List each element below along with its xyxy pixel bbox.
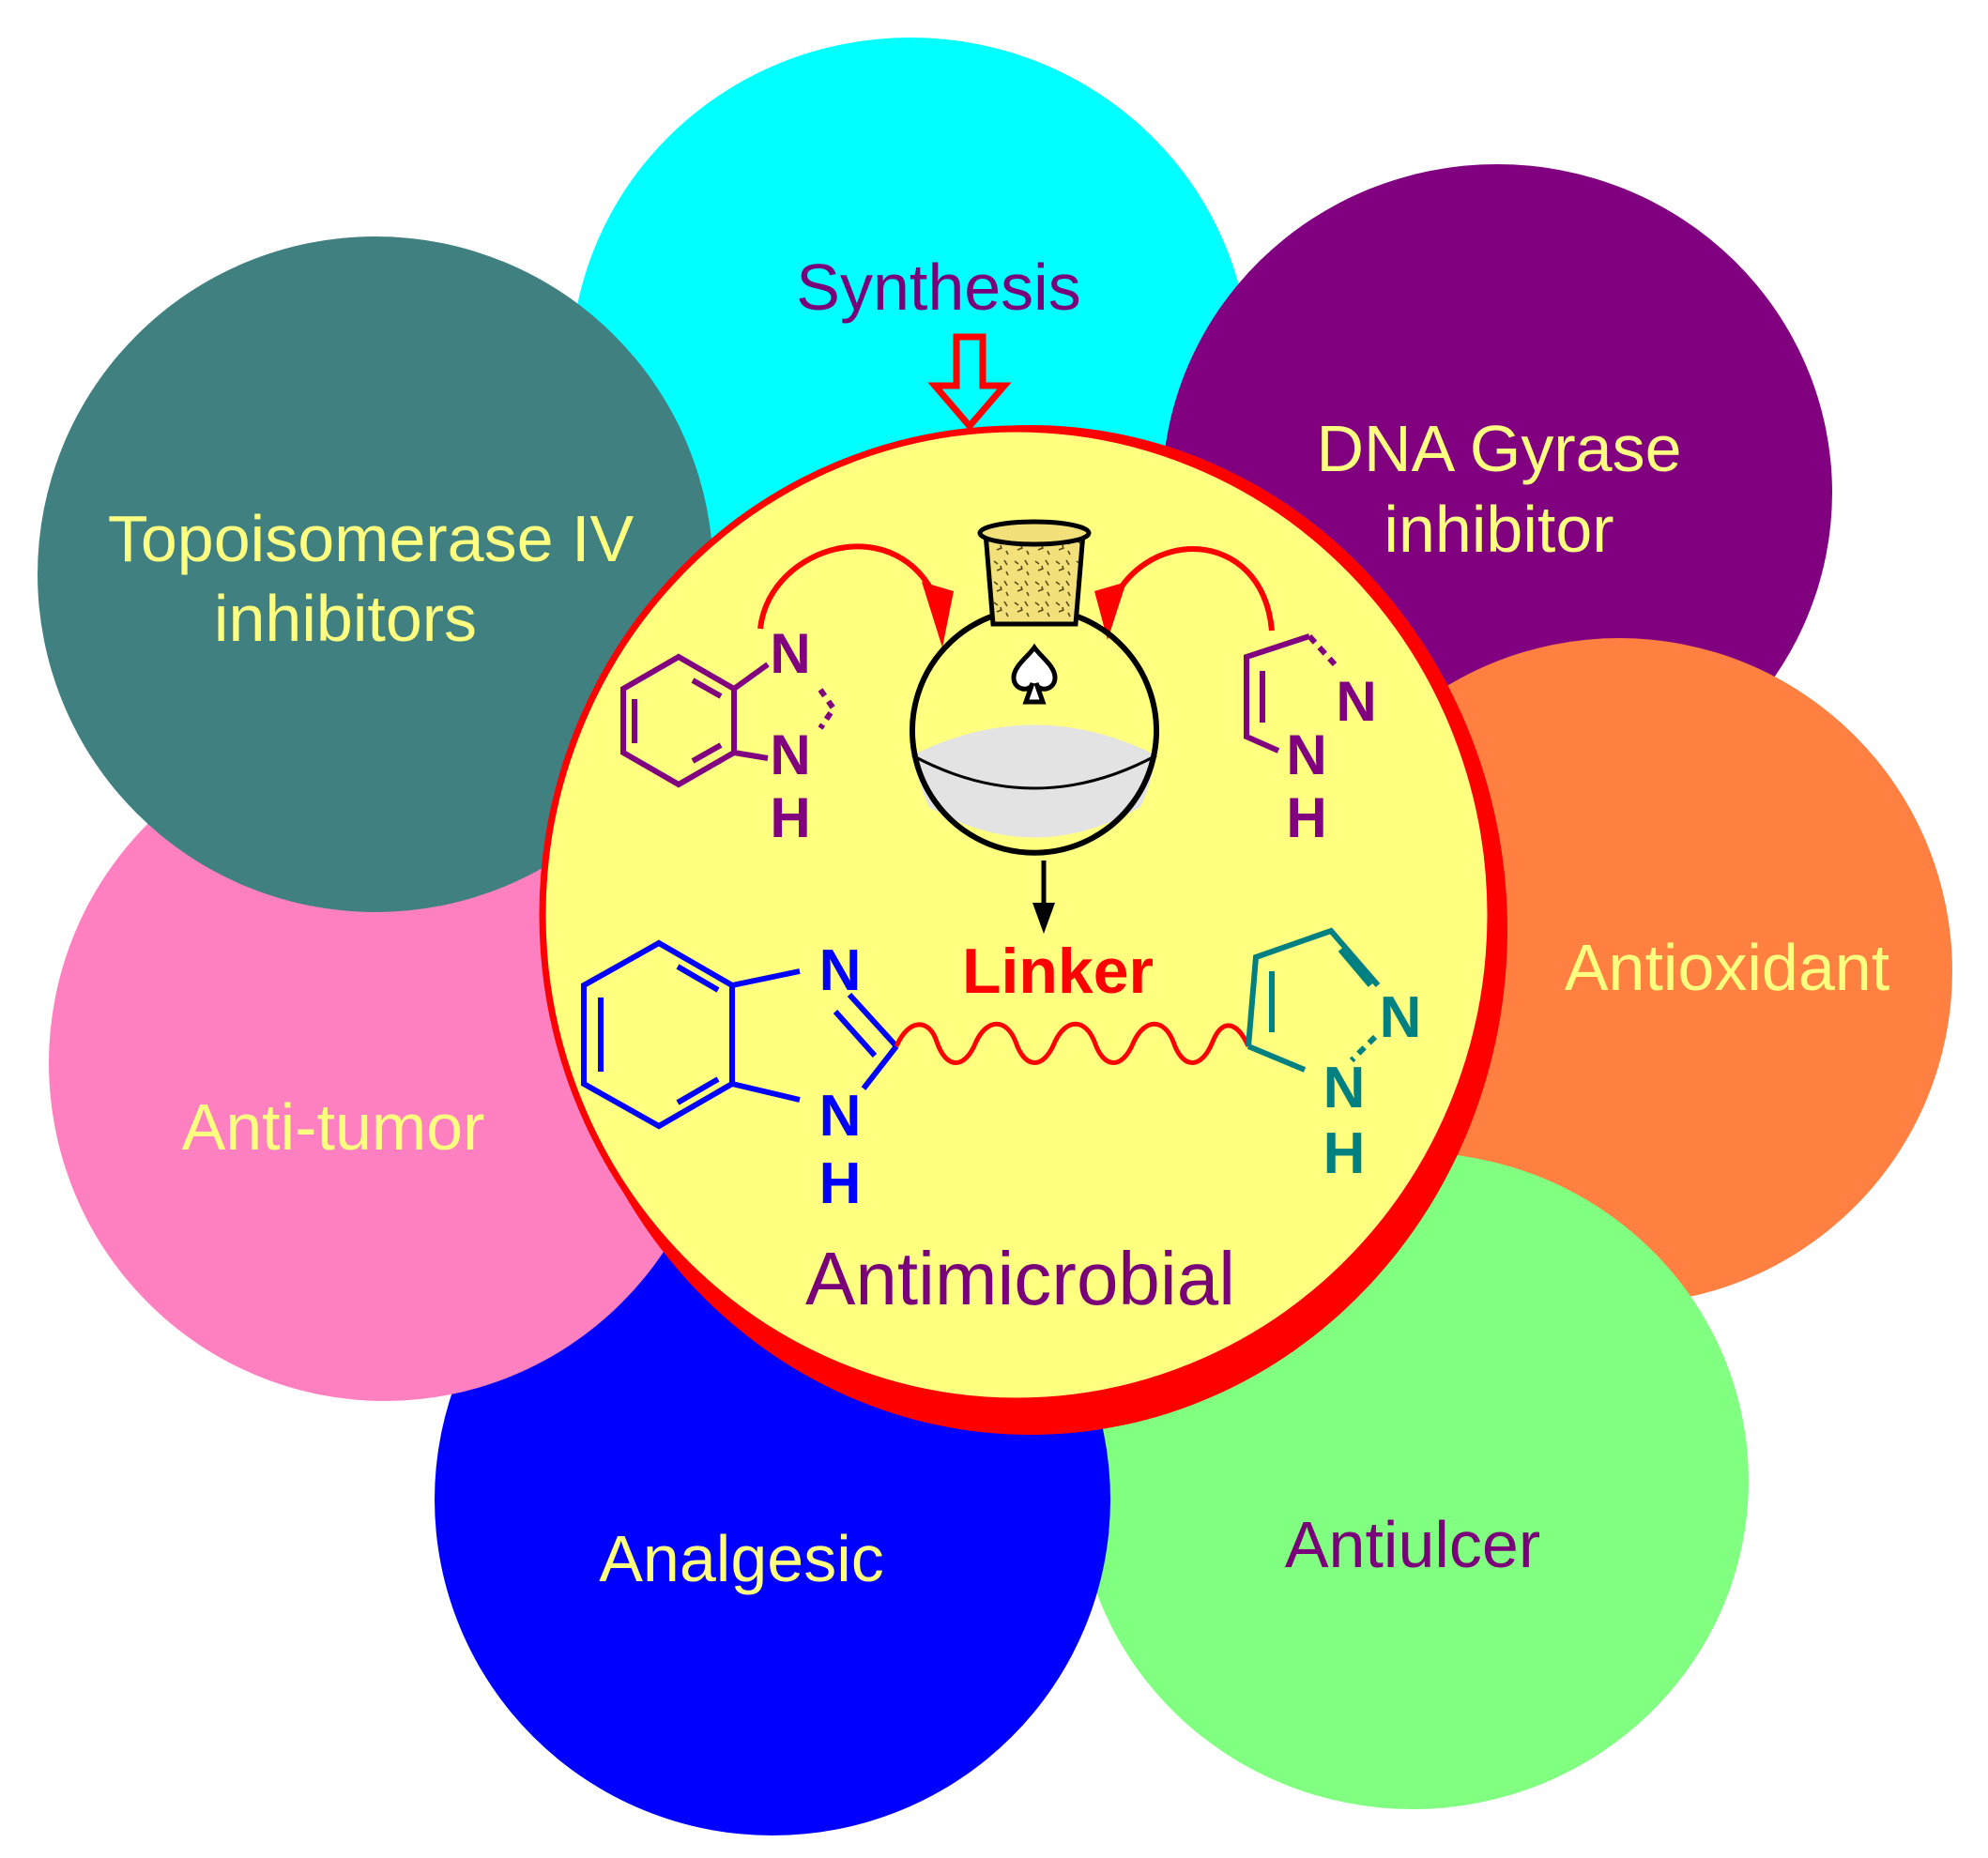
label-dna-gyrase-line2: inhibitor <box>1384 493 1613 566</box>
product-benzimidazole-n1: N <box>819 1084 862 1149</box>
product-pyrazole <box>1246 927 1381 1073</box>
reaction-arrows <box>757 543 1275 647</box>
label-antioxidant: Antioxidant <box>1565 931 1889 1004</box>
product-benzimidazole-n3: N <box>819 938 862 1003</box>
center-disc <box>539 425 1494 1405</box>
reactant-pyrazole-n1: N <box>1286 723 1326 786</box>
reactant-benzimidazole-n1: N <box>770 622 810 685</box>
product-pyrazole-n1: N <box>1323 1056 1366 1120</box>
label-dna-gyrase-line1: DNA Gyrase <box>1317 412 1682 485</box>
flask-stopper-top <box>977 519 1092 547</box>
label-anti-tumor: Anti-tumor <box>182 1090 485 1164</box>
left-curved-arrow <box>757 543 941 630</box>
petal-labels: Synthesis DNA Gyrase inhibitor Antioxida… <box>108 251 1889 1595</box>
synthesis-down-arrow <box>927 333 1012 432</box>
left-arrowhead <box>922 582 954 647</box>
label-synthesis: Synthesis <box>796 251 1080 324</box>
product-pyrazole-n2: N <box>1380 985 1422 1050</box>
reactant-benzimidazole-n3: N <box>770 723 810 786</box>
linker-wave <box>894 1021 1251 1065</box>
flask-icon <box>910 519 1159 856</box>
reactant-pyrazole-n2: N <box>1336 670 1376 733</box>
flask-stopper <box>983 530 1086 627</box>
petal-topoisomerase <box>38 236 713 912</box>
flask-liquid-surface <box>911 754 1157 790</box>
label-antiulcer: Antiulcer <box>1285 1508 1540 1581</box>
right-curved-arrow <box>1107 546 1275 632</box>
label-antimicrobial: Antimicrobial <box>805 1237 1235 1320</box>
product-arrow <box>1032 860 1055 934</box>
right-arrowhead <box>1094 582 1126 640</box>
product-benzimidazole-h: H <box>819 1151 862 1216</box>
reactant-pyrazole-h: H <box>1286 786 1326 849</box>
linker-label: Linker <box>962 936 1154 1007</box>
reactant-pyrazole <box>1244 633 1338 754</box>
flask-liquid <box>912 724 1156 838</box>
label-topoisomerase-line2: inhibitors <box>214 582 477 655</box>
center-circle <box>539 425 1507 1435</box>
reactant-benzimidazole-h: H <box>770 786 810 849</box>
stir-bar-icon <box>1011 643 1058 705</box>
flask-bulb <box>910 612 1159 856</box>
product-pyrazole-h: H <box>1323 1121 1366 1186</box>
label-analgesic: Analgesic <box>599 1522 884 1595</box>
reactant-benzimidazole <box>620 653 837 788</box>
label-topoisomerase-line1: Topoisomerase IV <box>108 502 635 575</box>
product-benzimidazole <box>581 939 899 1130</box>
